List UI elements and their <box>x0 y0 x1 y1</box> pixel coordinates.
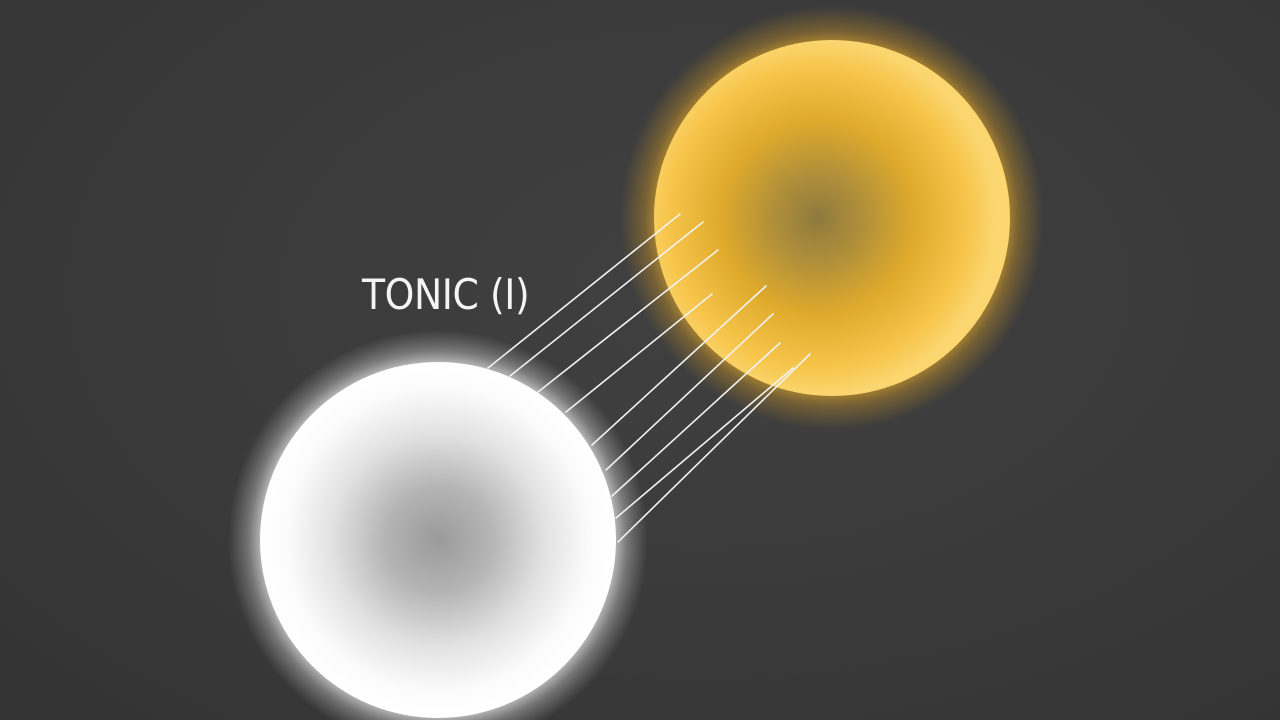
connector-line <box>509 221 704 377</box>
connector-line <box>617 353 811 543</box>
connector-line <box>565 293 713 413</box>
connector-lines <box>487 213 811 543</box>
connector-line <box>615 367 794 519</box>
dominant-sphere <box>620 6 1044 430</box>
tonic-sphere-body <box>260 362 616 718</box>
connector-line <box>611 342 781 497</box>
tonic-sphere <box>228 330 648 720</box>
connector-line <box>605 313 774 471</box>
connector-line <box>591 285 767 446</box>
dominant-sphere-body <box>654 40 1010 396</box>
connector-line <box>487 213 681 369</box>
connector-line <box>537 249 719 393</box>
tonic-label: TONIC (I) <box>362 270 530 319</box>
